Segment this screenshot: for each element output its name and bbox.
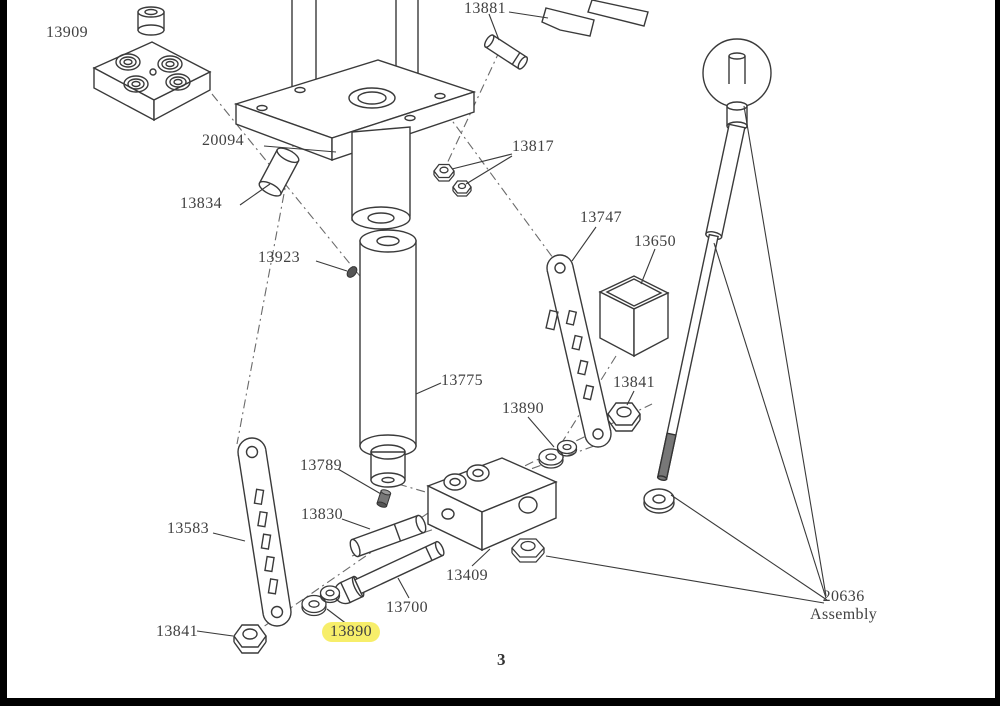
part-label-13923[interactable]: 13923: [258, 249, 300, 266]
part-label-13890-highlighted[interactable]: 13890: [322, 622, 380, 642]
assembly-word: Assembly: [810, 605, 878, 623]
part-label-13909[interactable]: 13909: [46, 24, 88, 41]
leader-lines: [196, 11, 828, 637]
right-link-13747: [545, 254, 612, 448]
part-label-13789[interactable]: 13789: [300, 457, 342, 474]
small-nuts-13817: [433, 163, 472, 197]
nut-13841-right: [607, 402, 641, 432]
part-label-13890-right[interactable]: 13890: [502, 400, 544, 417]
washers-13890-right: [538, 439, 578, 469]
part-label-13747[interactable]: 13747: [580, 209, 622, 226]
part-label-13775[interactable]: 13775: [441, 372, 483, 389]
part-label-13881[interactable]: 13881: [464, 0, 506, 17]
part-label-13841-right[interactable]: 13841: [613, 374, 655, 391]
hex-nut-under-block: [511, 538, 545, 563]
part-label-13700[interactable]: 13700: [386, 599, 428, 616]
bottom-border: [0, 698, 1000, 706]
nut-13841-left: [233, 624, 267, 654]
small-pin-13789: [376, 489, 392, 508]
part-label-13841-left[interactable]: 13841: [156, 623, 198, 640]
right-border: [995, 0, 1000, 706]
part-label-13817[interactable]: 13817: [512, 138, 554, 155]
part-label-13650[interactable]: 13650: [634, 233, 676, 250]
tiny-pin-13923: [346, 266, 358, 278]
turret-plate: [92, 6, 212, 122]
page-number: 3: [497, 650, 506, 669]
washers-13890-left: [301, 585, 341, 617]
part-label-13409[interactable]: 13409: [446, 567, 488, 584]
left-border: [0, 0, 7, 706]
press-frame: [233, 0, 477, 230]
top-pin-and-bracket: [483, 0, 649, 70]
roller-pin-13834: [258, 147, 300, 197]
left-link-13583: [237, 437, 292, 627]
assembly-number: 20636: [822, 588, 865, 605]
square-cup-13650: [598, 275, 670, 358]
handle-assembly-20636: [643, 38, 772, 514]
part-label-13834[interactable]: 13834: [180, 195, 222, 212]
part-label-13830[interactable]: 13830: [301, 506, 343, 523]
part-label-20636-assembly[interactable]: 20636 Assembly: [810, 588, 877, 624]
ram-13775: [359, 229, 417, 488]
part-label-13583[interactable]: 13583: [167, 520, 209, 537]
toggle-block-13409: [426, 457, 558, 552]
pin-13830: [349, 514, 427, 558]
shaft-13700: [333, 540, 445, 605]
part-label-20094[interactable]: 20094: [202, 132, 244, 149]
